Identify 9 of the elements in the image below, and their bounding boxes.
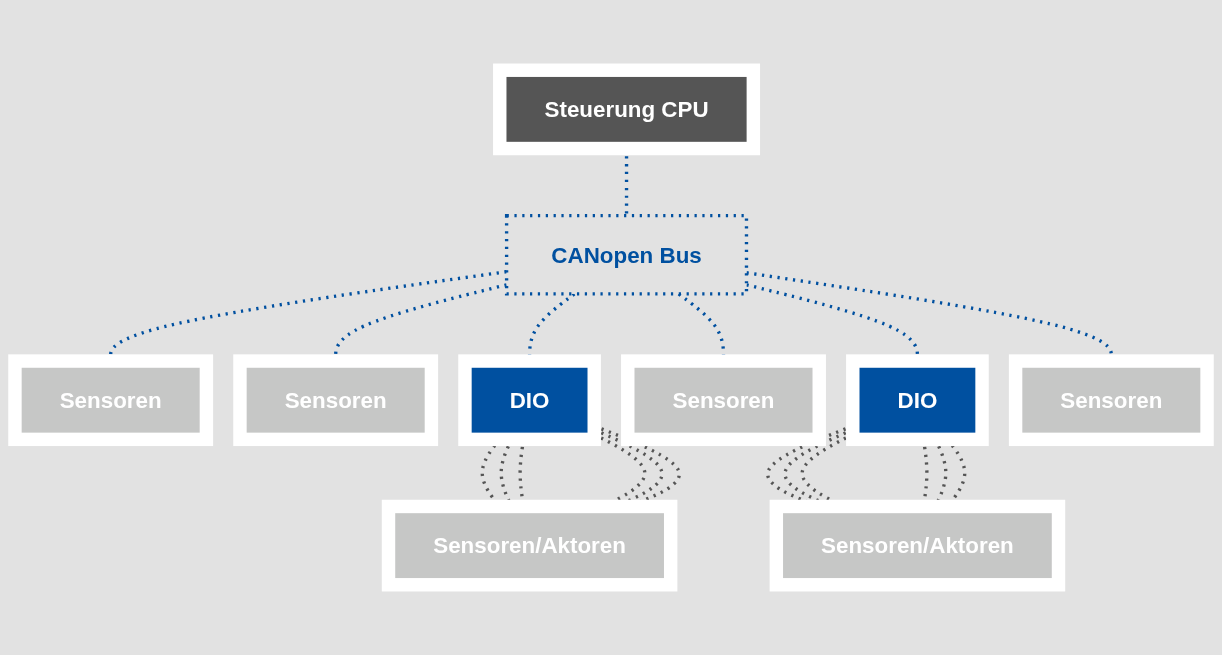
node-box: Sensoren (1008, 354, 1214, 447)
node-box: Sensoren/Aktoren (381, 499, 678, 592)
node-box: DIO (458, 354, 601, 447)
node-box: Sensoren (621, 354, 826, 447)
node-box: Sensoren (8, 354, 214, 447)
node-box: Steuerung CPU (493, 63, 761, 156)
node-box: Sensoren (233, 354, 439, 447)
node-box: DIO (846, 354, 989, 447)
node-box: Sensoren/Aktoren (769, 499, 1066, 592)
